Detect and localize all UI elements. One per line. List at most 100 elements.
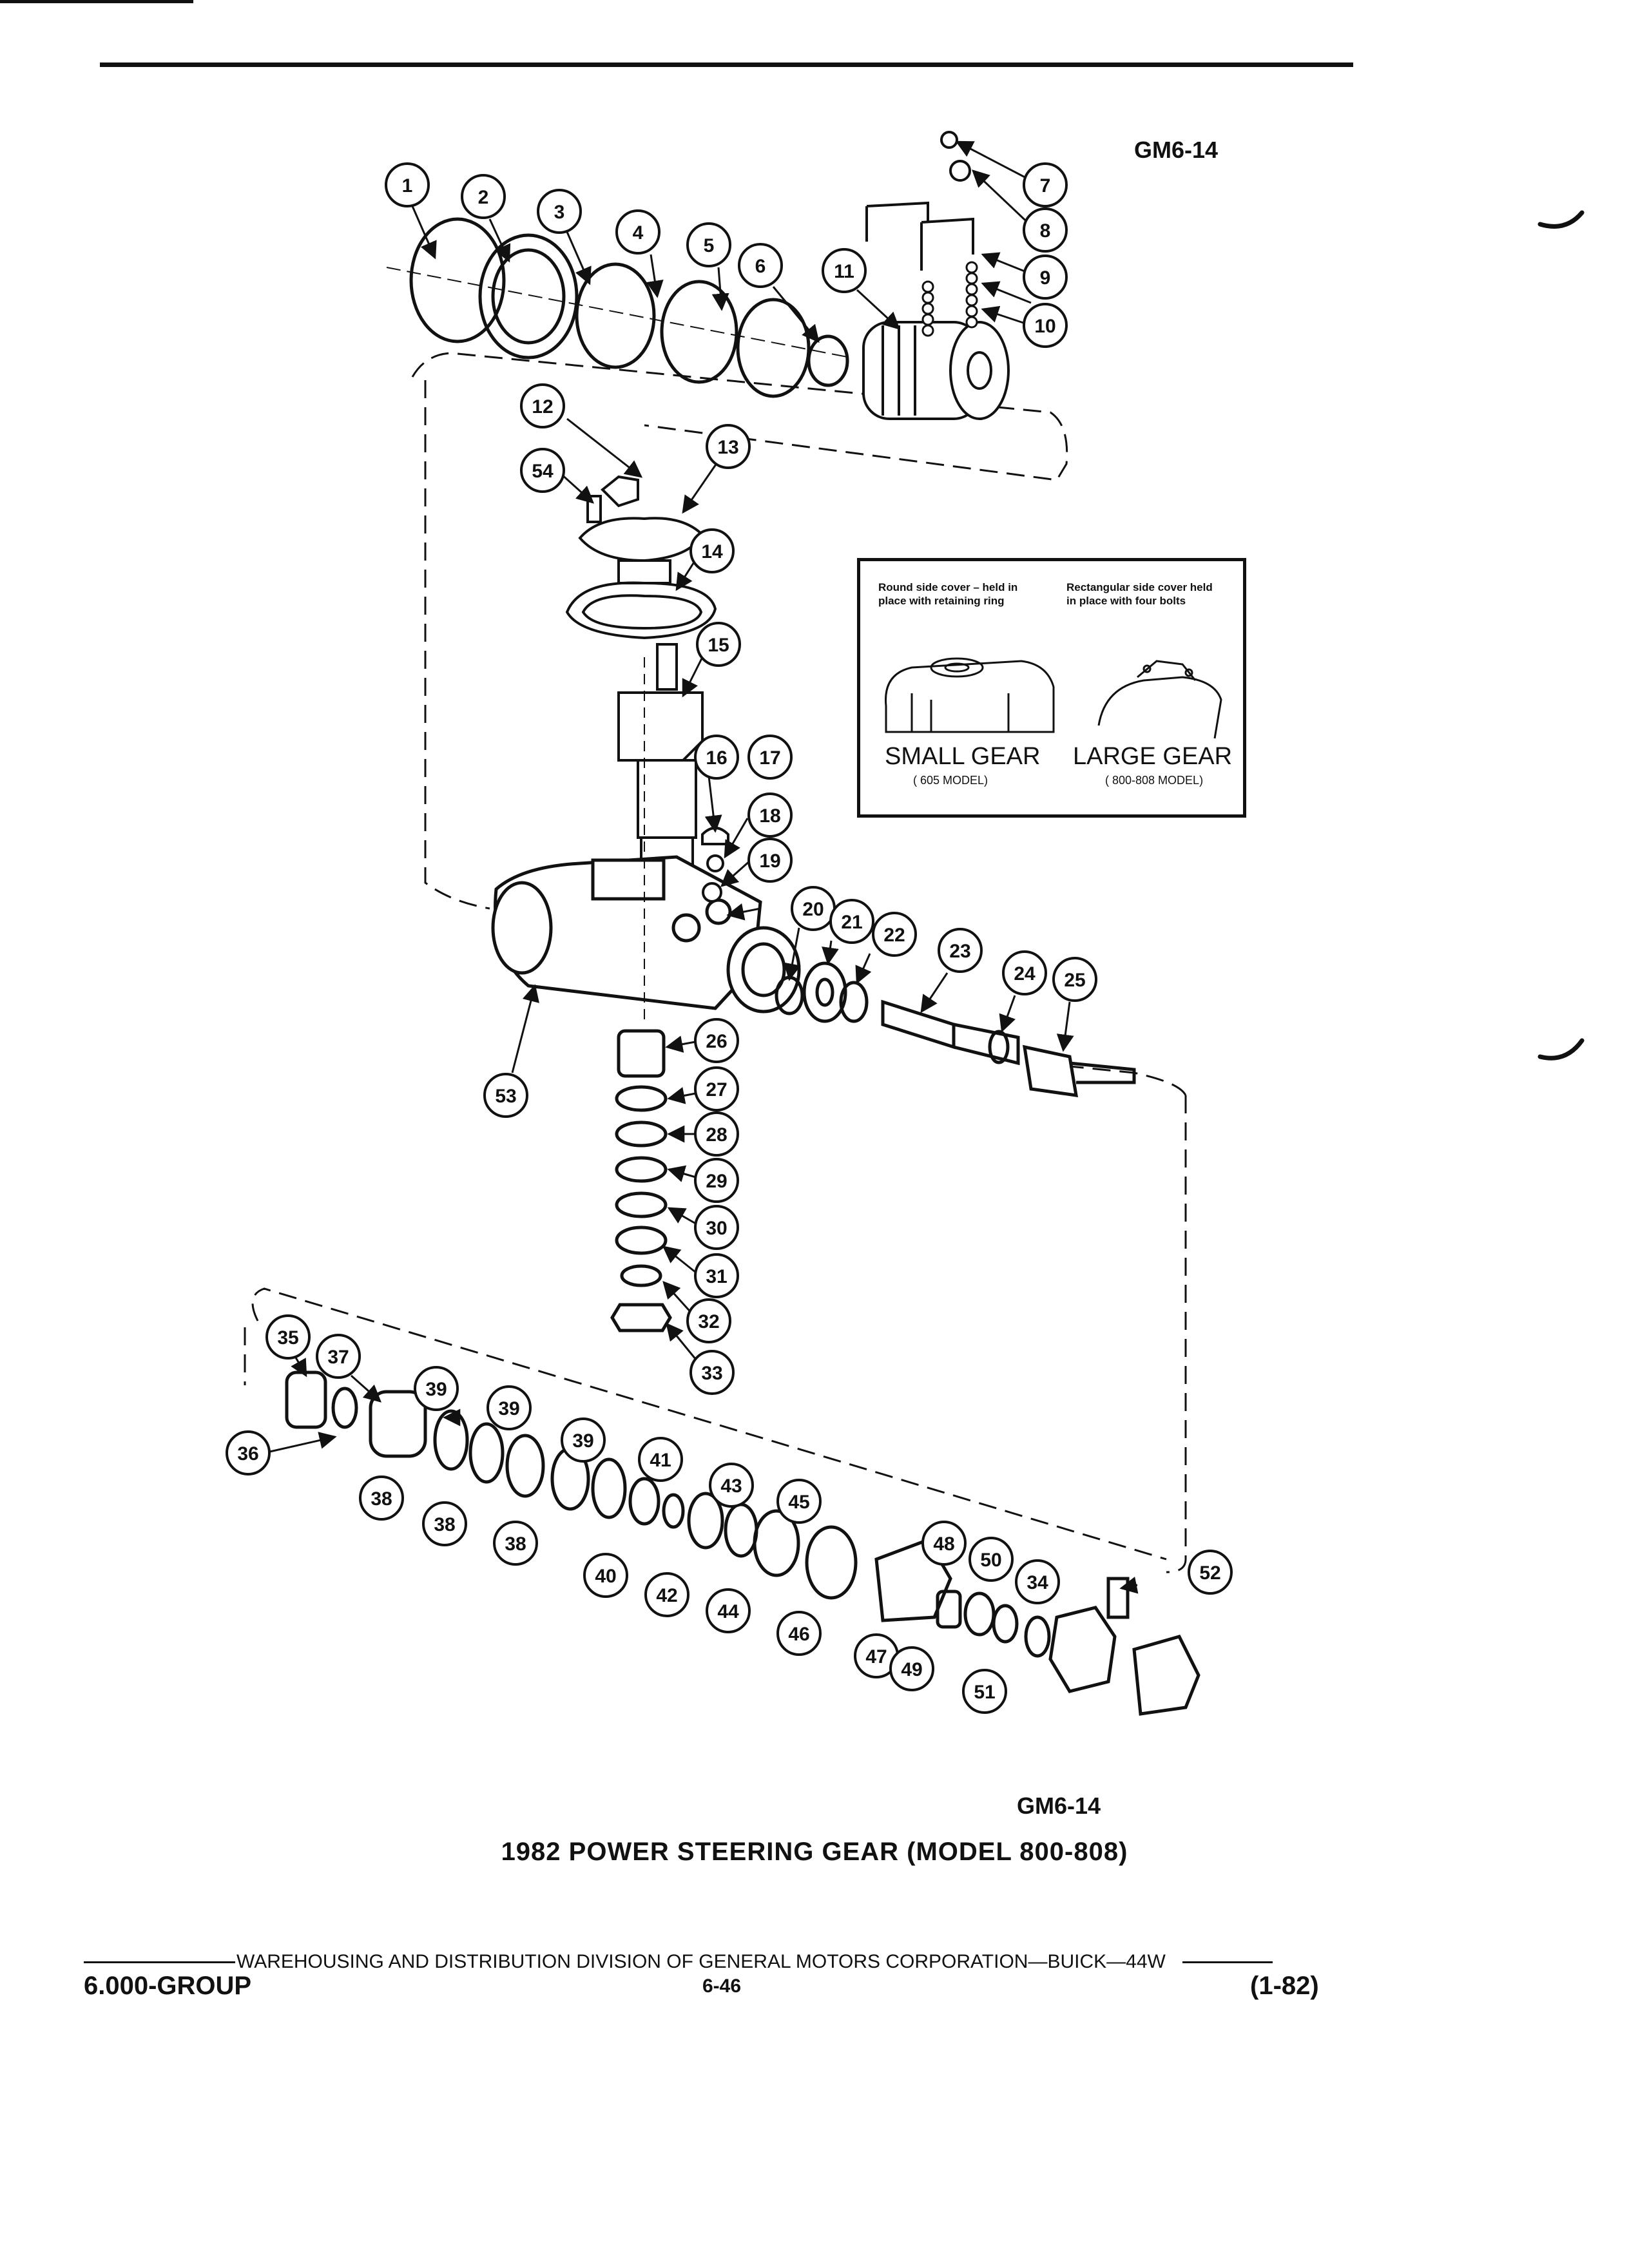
callout-13: 13 (706, 424, 751, 469)
svg-text:33: 33 (701, 1363, 722, 1384)
svg-text:1: 1 (402, 175, 413, 197)
callout-39c: 39 (561, 1418, 606, 1463)
svg-text:22: 22 (883, 925, 905, 946)
top-ring-set (409, 217, 849, 398)
svg-text:40: 40 (595, 1566, 616, 1587)
svg-text:7: 7 (1040, 175, 1051, 197)
callout-14: 14 (689, 528, 735, 573)
svg-text:50: 50 (980, 1550, 1001, 1571)
footer-page-number: 6-46 (702, 1975, 742, 1997)
svg-text:11: 11 (834, 261, 854, 282)
svg-text:15: 15 (708, 635, 729, 656)
svg-text:21: 21 (841, 912, 862, 933)
callout-30: 30 (694, 1205, 739, 1250)
callout-6: 6 (738, 243, 783, 288)
callout-34: 34 (1015, 1559, 1060, 1604)
callout-39b: 39 (487, 1385, 532, 1430)
footer-rule-right (1182, 1961, 1273, 1963)
footer-revision: (1-82) (1250, 1972, 1319, 2000)
footer-division-text: WAREHOUSING AND DISTRIBUTION DIVISION OF… (236, 1951, 1166, 1972)
svg-text:2: 2 (478, 187, 489, 208)
callout-26: 26 (694, 1018, 739, 1063)
callout-38a: 38 (359, 1475, 404, 1521)
svg-text:25: 25 (1064, 970, 1085, 991)
svg-text:48: 48 (933, 1533, 954, 1555)
svg-text:20: 20 (802, 899, 824, 920)
ball-guide-clamp (865, 131, 974, 271)
callout-36: 36 (226, 1430, 271, 1475)
callout-48: 48 (921, 1521, 967, 1566)
callout-2: 2 (461, 174, 506, 219)
callout-42: 42 (644, 1572, 689, 1617)
svg-text:23: 23 (949, 941, 970, 962)
callout-18: 18 (747, 793, 793, 838)
footer-division-line: WAREHOUSING AND DISTRIBUTION DIVISION OF… (84, 1951, 1373, 1973)
callout-45: 45 (776, 1479, 822, 1524)
callout-38b: 38 (422, 1501, 467, 1546)
callout-24: 24 (1002, 950, 1047, 995)
leader-lines (264, 140, 1139, 1594)
svg-text:39: 39 (425, 1379, 447, 1400)
svg-text:39: 39 (498, 1398, 519, 1419)
svg-text:17: 17 (759, 747, 780, 769)
large-gear-model: ( 800-808 MODEL) (1105, 774, 1204, 787)
svg-text:12: 12 (532, 396, 553, 418)
svg-text:13: 13 (717, 437, 738, 458)
svg-text:39: 39 (572, 1430, 593, 1452)
callout-21: 21 (829, 899, 874, 944)
svg-text:41: 41 (650, 1450, 671, 1471)
svg-text:43: 43 (720, 1475, 742, 1497)
callout-markers: 1 2 3 4 5 6 11 7 8 9 10 12 13 54 14 15 1… (226, 162, 1233, 1714)
inset-gear-sketches (885, 657, 1222, 739)
large-gear-note: Rectangular side cover held in place wit… (1066, 581, 1213, 607)
svg-text:5: 5 (704, 235, 715, 256)
svg-text:6: 6 (755, 256, 766, 277)
callout-49: 49 (889, 1646, 934, 1691)
svg-text:8: 8 (1040, 220, 1051, 242)
callout-16: 16 (694, 735, 739, 780)
callout-51: 51 (962, 1669, 1007, 1714)
callout-4: 4 (615, 209, 660, 255)
svg-text:38: 38 (371, 1488, 392, 1510)
svg-text:45: 45 (788, 1492, 809, 1513)
callout-54: 54 (520, 448, 565, 493)
svg-text:53: 53 (495, 1086, 516, 1107)
svg-text:30: 30 (706, 1218, 727, 1239)
svg-text:16: 16 (706, 747, 727, 769)
callout-37: 37 (316, 1334, 361, 1379)
callout-35: 35 (265, 1314, 311, 1360)
svg-text:14: 14 (701, 541, 723, 562)
callout-28: 28 (694, 1111, 739, 1157)
svg-text:38: 38 (505, 1533, 526, 1555)
callout-32: 32 (686, 1298, 731, 1343)
svg-text:26: 26 (706, 1031, 727, 1052)
callout-31: 31 (694, 1253, 739, 1298)
callout-17: 17 (747, 735, 793, 780)
svg-text:37: 37 (327, 1347, 349, 1368)
callout-9: 9 (1023, 255, 1068, 300)
callout-11: 11 (822, 248, 867, 293)
callout-41: 41 (638, 1437, 683, 1482)
footer-group: 6.000-GROUP (84, 1972, 252, 2000)
svg-text:10: 10 (1034, 316, 1055, 337)
callout-15: 15 (696, 622, 741, 667)
svg-text:32: 32 (698, 1311, 719, 1332)
callout-50: 50 (969, 1537, 1014, 1582)
footer-rule-left (84, 1961, 235, 1963)
svg-text:47: 47 (865, 1646, 887, 1667)
callout-52: 52 (1188, 1550, 1233, 1595)
svg-text:4: 4 (633, 222, 644, 244)
figure-caption: 1982 POWER STEERING GEAR (MODEL 800-808) (501, 1838, 1128, 1866)
callout-3: 3 (537, 189, 582, 234)
callout-12: 12 (520, 383, 565, 428)
callout-1: 1 (385, 162, 430, 207)
svg-text:38: 38 (434, 1514, 455, 1535)
callout-40: 40 (583, 1553, 628, 1598)
callout-53: 53 (483, 1073, 528, 1118)
callout-5: 5 (686, 222, 731, 267)
svg-text:35: 35 (277, 1327, 298, 1349)
scan-edge-marks (1537, 210, 1585, 1061)
figure-code-bottom: GM6-14 (1017, 1792, 1101, 1819)
svg-text:29: 29 (706, 1171, 727, 1192)
exploded-parts-diagram: 1 2 3 4 5 6 11 7 8 9 10 12 13 54 14 15 1… (226, 131, 1585, 1716)
